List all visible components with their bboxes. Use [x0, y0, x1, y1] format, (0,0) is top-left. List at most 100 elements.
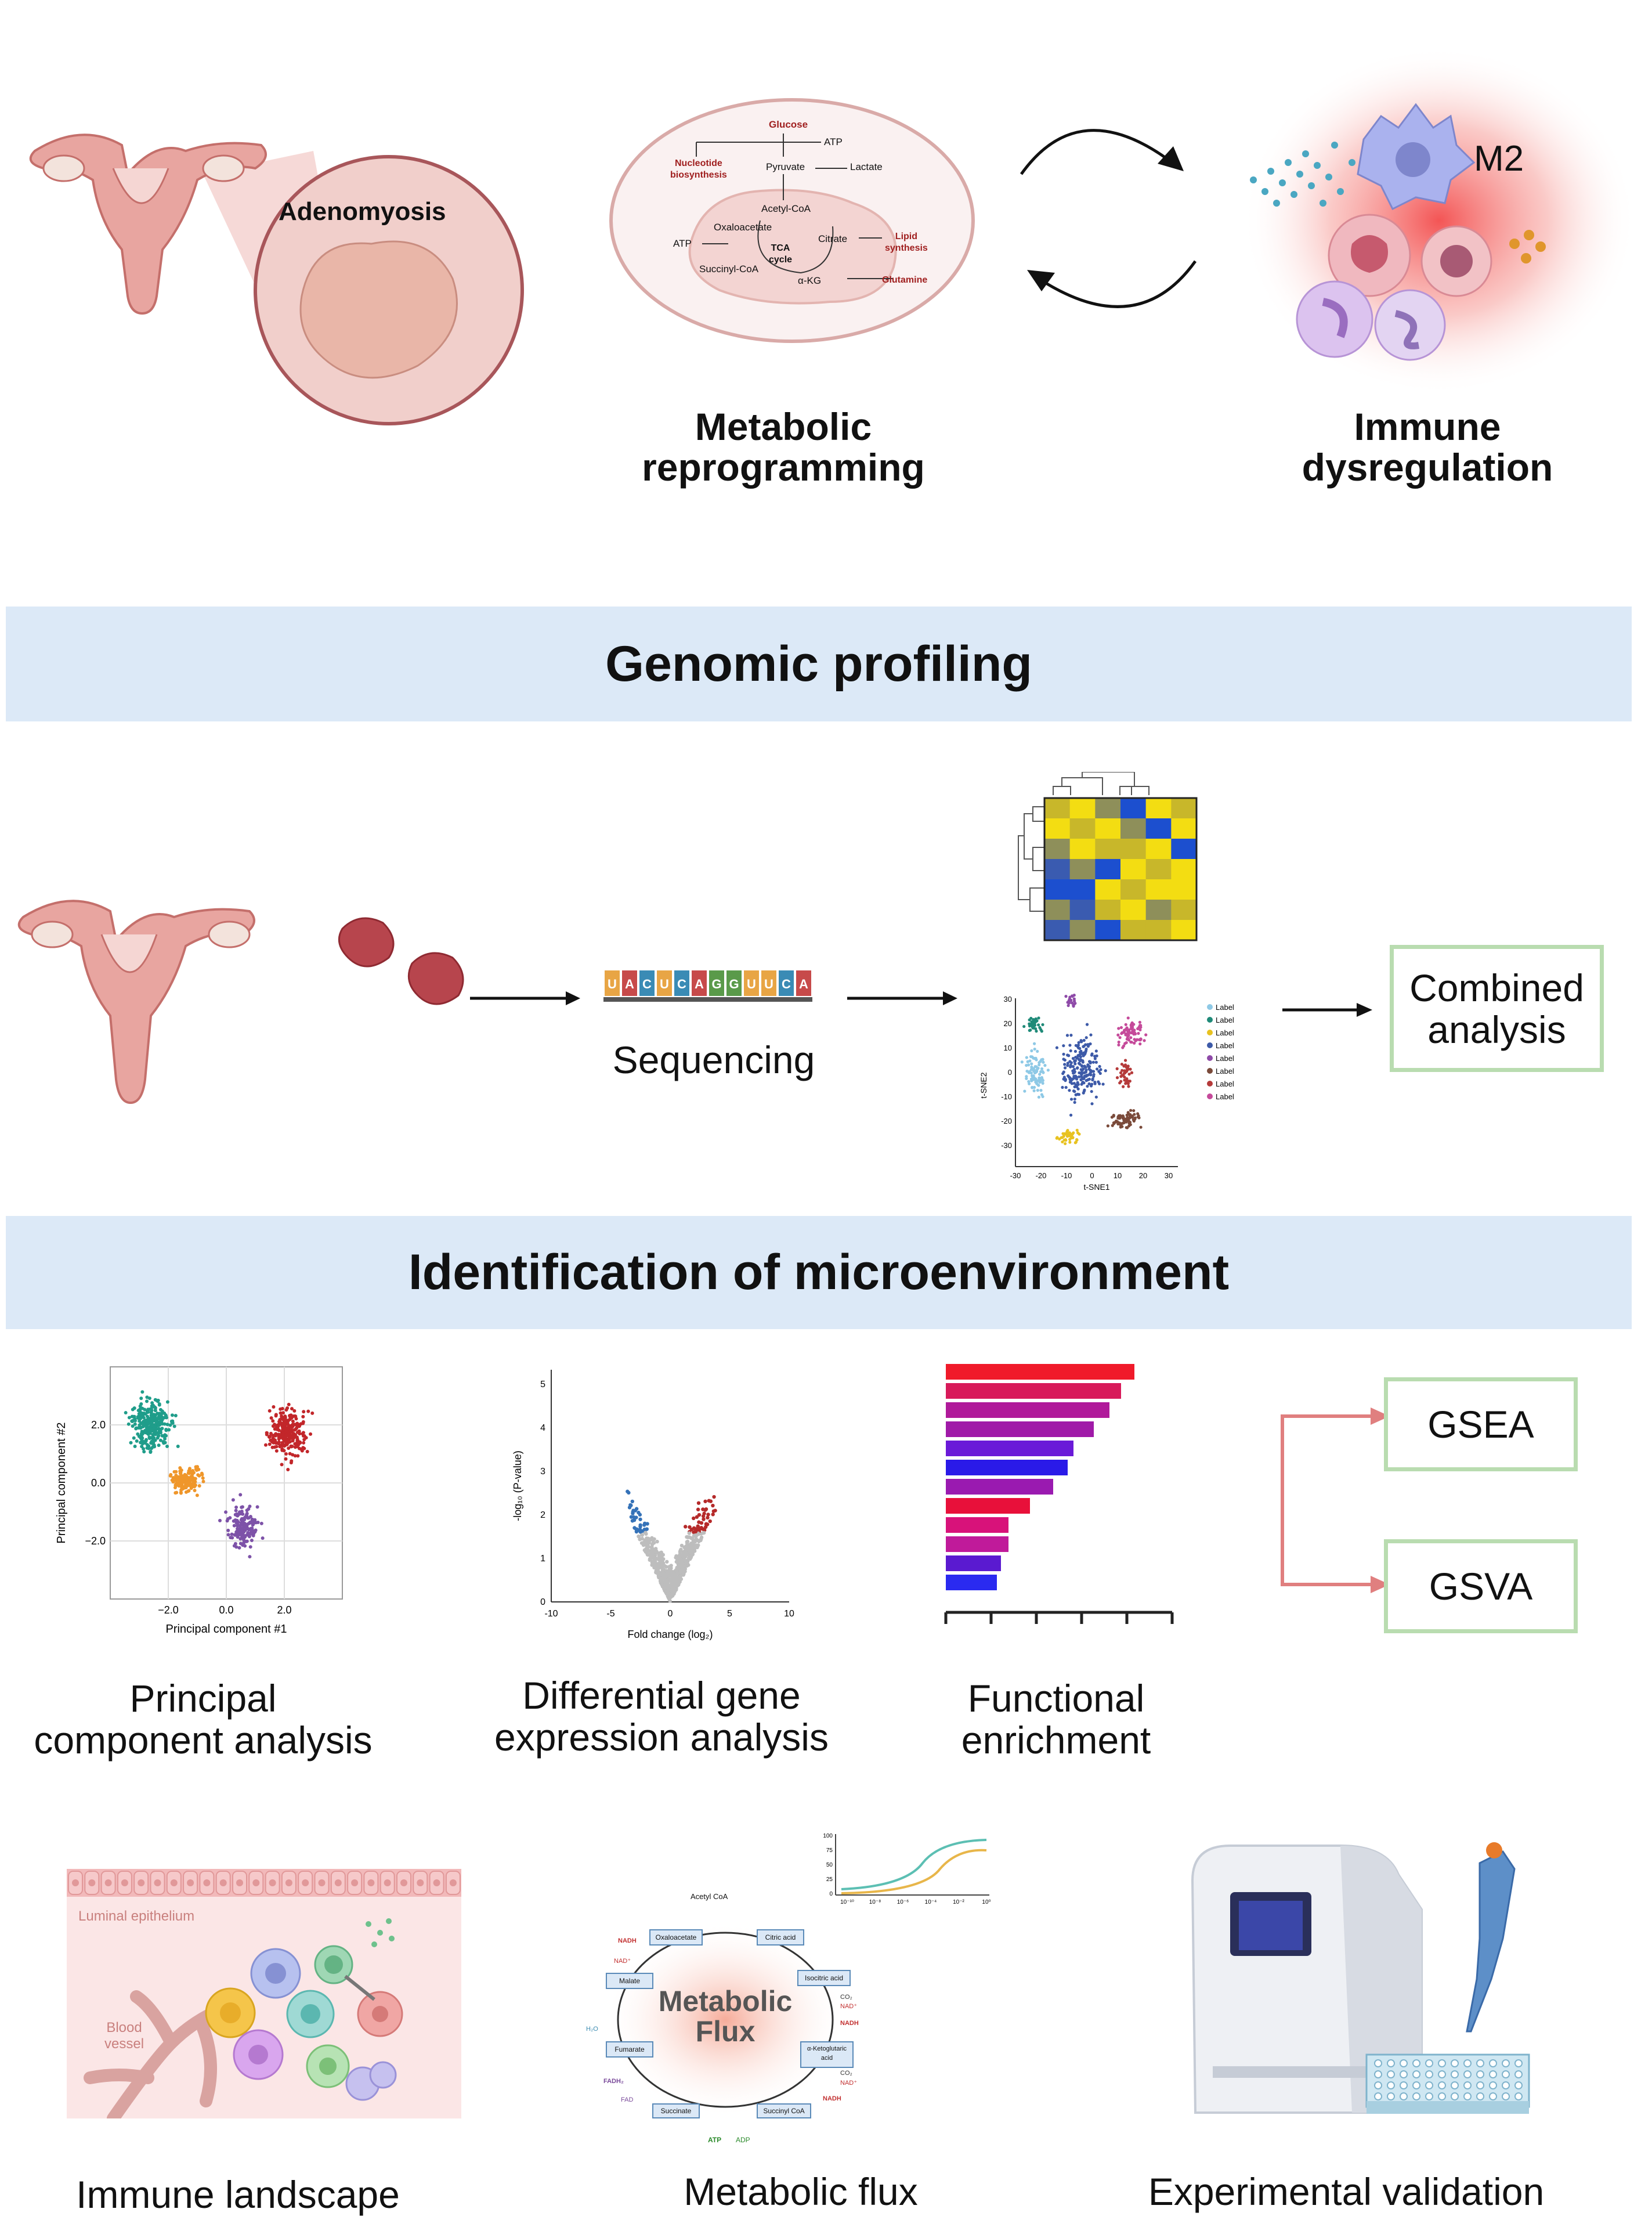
- pca-point: [131, 1424, 135, 1428]
- tsne-point: [1073, 1074, 1078, 1078]
- tsne-point: [1073, 1098, 1076, 1101]
- pca-point: [165, 1423, 169, 1427]
- flux-curve-xtick: 10⁰: [982, 1899, 991, 1905]
- pca-point: [226, 1528, 230, 1532]
- tsne-point: [1068, 1131, 1071, 1135]
- volcano-point: [642, 1523, 646, 1527]
- tsne-point: [1112, 1122, 1116, 1125]
- tsne-point: [1041, 1023, 1044, 1027]
- volcano-point: [669, 1566, 673, 1570]
- pca-xlabel: Principal component #1: [165, 1623, 287, 1636]
- flux-succinyl: Succinyl CoA: [763, 2107, 805, 2115]
- pca-point: [282, 1435, 286, 1439]
- tsne-point: [1029, 1071, 1033, 1075]
- flux-succinate: Succinate: [660, 2107, 692, 2115]
- volcano-point: [668, 1595, 673, 1599]
- volcano-point: [704, 1522, 708, 1526]
- volcano-point: [631, 1508, 635, 1513]
- pca-point: [250, 1518, 254, 1522]
- pca-point: [147, 1446, 151, 1450]
- pca-point: [248, 1514, 252, 1518]
- tsne-point: [1119, 1075, 1123, 1078]
- tsne-point: [1030, 1062, 1033, 1066]
- flux-fumarate: Fumarate: [614, 2045, 645, 2053]
- volcano-point: [681, 1573, 686, 1577]
- tsne-point: [1085, 1047, 1088, 1051]
- volcano-point: [651, 1551, 655, 1555]
- pca-point: [274, 1445, 279, 1449]
- plate-well: [1412, 2081, 1420, 2089]
- enrichment-bar: [946, 1498, 1030, 1514]
- pca-point: [142, 1450, 146, 1454]
- heatmap-cell: [1044, 900, 1071, 921]
- rna-letter: U: [760, 969, 778, 997]
- volcano-point: [708, 1499, 713, 1503]
- tsne-ytick: -20: [1001, 1117, 1012, 1125]
- pca-point: [261, 1536, 265, 1540]
- tsne-legend-label: Label: [1216, 1028, 1234, 1037]
- sequencing-label: Sequencing: [612, 1038, 815, 1081]
- volcano-point: [647, 1539, 651, 1543]
- pca-point: [284, 1457, 288, 1461]
- pca-point: [193, 1489, 197, 1493]
- flux-nad3: NAD⁺: [840, 2080, 858, 2087]
- pca-point: [176, 1444, 180, 1448]
- pca-point: [165, 1400, 169, 1404]
- tsne-point: [1090, 1069, 1093, 1073]
- tsne-legend-swatch: [1207, 1042, 1213, 1048]
- volcano-point: [654, 1570, 658, 1574]
- rna-letter: G: [708, 969, 725, 997]
- tsne-point: [1025, 1056, 1028, 1059]
- tsne-point: [1061, 1132, 1065, 1135]
- tsne-point: [1030, 1049, 1033, 1053]
- plate-well: [1463, 2059, 1472, 2067]
- volcano-point: [651, 1541, 655, 1545]
- pca-point: [271, 1436, 275, 1441]
- flow-arrows: [470, 991, 957, 1005]
- tsne-point: [1068, 1140, 1072, 1144]
- heatmap-cell: [1069, 798, 1096, 819]
- pca-point: [251, 1533, 255, 1537]
- volcano-point: [711, 1503, 715, 1508]
- plate-well: [1463, 2070, 1472, 2078]
- tsne-point: [1091, 1060, 1095, 1064]
- flux-curve-xtick: 10⁻⁸: [869, 1899, 881, 1905]
- pca-point: [305, 1450, 309, 1454]
- pca-point: [280, 1433, 284, 1437]
- tsne-xlabel: t-SNE1: [1083, 1182, 1109, 1192]
- volcano-point: [688, 1525, 692, 1529]
- volcano-point: [679, 1543, 684, 1548]
- volcano-point: [679, 1577, 683, 1581]
- tsne-point: [1067, 1134, 1070, 1137]
- tsne-point: [1115, 1119, 1118, 1123]
- pca-point: [275, 1427, 279, 1431]
- pca-point: [191, 1480, 196, 1484]
- pca-point: [253, 1530, 257, 1534]
- rna-letter: C: [638, 969, 656, 997]
- epithelial-nucleus: [384, 1879, 391, 1886]
- tsne-point: [1092, 1073, 1096, 1076]
- tsne-point: [1030, 1079, 1033, 1082]
- flux-atp: ATP: [708, 2136, 722, 2144]
- volcano-point: [659, 1571, 664, 1576]
- pca-point: [248, 1555, 252, 1559]
- tsne-point: [1119, 1026, 1123, 1030]
- heatmap-cell: [1145, 798, 1172, 819]
- volcano-point: [685, 1547, 689, 1551]
- flux-isocitric: Isocitric acid: [804, 1974, 844, 1982]
- tsne-point: [1036, 1066, 1040, 1070]
- plate-well: [1438, 2059, 1446, 2067]
- tsne-point: [1076, 1131, 1080, 1135]
- pca-xtick: 2.0: [277, 1604, 291, 1616]
- pathway-glucose: Glucose: [769, 119, 808, 130]
- plate-well: [1425, 2059, 1433, 2067]
- tsne-point: [1077, 1041, 1080, 1044]
- tsne-point: [1025, 1075, 1028, 1078]
- tsne-legend-label: Label: [1216, 1041, 1234, 1050]
- tsne-point: [1038, 1061, 1041, 1064]
- epithelial-nucleus: [285, 1879, 292, 1886]
- pca-point: [132, 1414, 136, 1419]
